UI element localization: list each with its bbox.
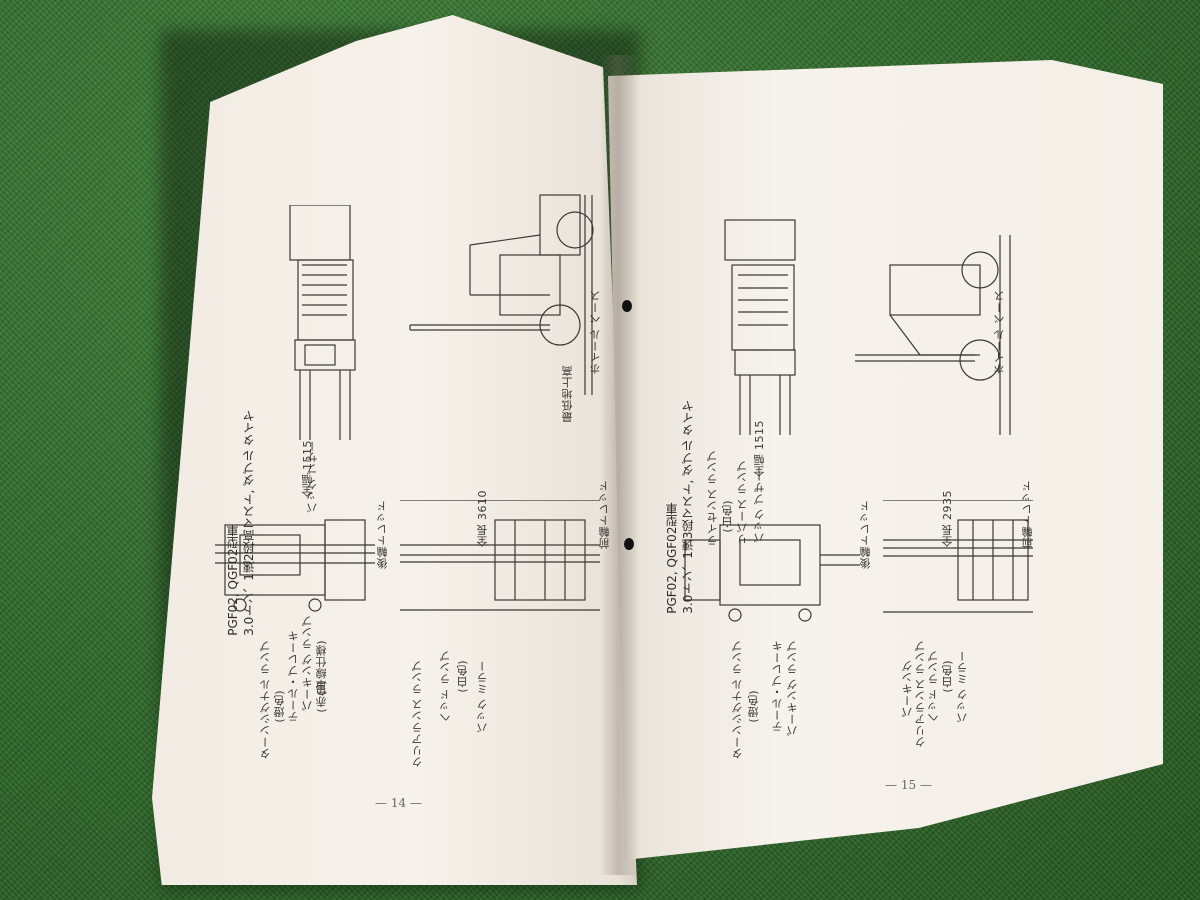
right-label-tail-brake: テール・ブレーキ: [771, 640, 784, 732]
right-label-white: (白色): [941, 660, 954, 693]
right-rear-view-drawing: [878, 500, 1038, 620]
left-label-head-lamp: ヘッド ランプ: [439, 650, 452, 723]
right-model-subtitle: 3.0トン、1速3段マスト, ダブル タイヤ: [681, 400, 695, 614]
left-label-white: (白色): [456, 660, 469, 693]
right-label-amber: (燈色): [747, 690, 760, 723]
left-label-overall-width: 全幅 1515: [301, 440, 314, 497]
left-model-subtitle: 3.0トン、1速2段高マスト, ダブル タイヤ: [242, 410, 256, 636]
left-label-wheel-base: ホイール ベース: [589, 290, 602, 375]
right-label-overall-width: 全幅 1515: [753, 420, 766, 477]
right-side-view-drawing: [850, 225, 1050, 455]
right-label-turn-signal: ターンシグナル ランプ: [731, 640, 744, 759]
binding-hole-top: [622, 300, 632, 312]
right-front-view-drawing: [680, 505, 865, 630]
right-page: [608, 60, 1163, 860]
right-label-back-mirror: バック ミラー: [956, 650, 969, 723]
right-label-wheel-base: ホイール ベース: [993, 290, 1006, 375]
left-front-view-drawing: [205, 505, 380, 635]
left-label-lane-spec: (車線仕様): [315, 640, 328, 696]
booklet-spine: [600, 55, 640, 875]
left-label-clearance-lamp: クリアランス ランプ: [411, 660, 424, 768]
left-label-overall-length: 全長 3610: [476, 490, 489, 547]
left-label-rear-tread: 後輪トレッド: [376, 500, 389, 569]
left-label-front-tread: 前輪トレッド: [598, 480, 611, 549]
left-label-back-mirror: バック ミラー: [476, 660, 489, 733]
left-model-title: PGF02, QGF02型車: [226, 524, 240, 636]
right-label-rear-tread: 後輪トレッド: [859, 500, 872, 569]
right-model-caption: PGF02, QGF02型車 3.0トン、1速3段マスト, ダブル タイヤ: [664, 400, 696, 614]
left-label-ground-clearance: 最低地上高: [561, 365, 574, 423]
right-model-title: PGF02, QGF02型車: [665, 502, 679, 614]
right-label-license-white: (白色): [721, 500, 734, 533]
left-side-view-drawing: [400, 185, 600, 425]
right-label-parking-lamp: パーキング ランプ: [786, 640, 799, 736]
right-label-reverse-lamp: リバース ランプ: [736, 460, 749, 545]
left-top-view-drawing: [280, 205, 380, 445]
right-label-overall-length: 全長 2935: [941, 490, 954, 547]
right-label-license-lamp: ライセンス ランプ: [706, 450, 719, 546]
left-page-number: — 14 —: [375, 796, 422, 810]
right-label-front-tread: 前輪トレッド: [1021, 480, 1034, 549]
right-top-view-drawing: [720, 210, 820, 450]
right-label-back-buzzer: バック ブザー: [753, 470, 766, 543]
left-model-caption: PGF02, QGF02型車 3.0トン、1速2段高マスト, ダブル タイヤ: [225, 410, 257, 636]
left-rear-view-drawing: [395, 500, 610, 620]
binding-hole-bottom: [624, 538, 634, 550]
right-page-number: — 15 —: [885, 778, 932, 792]
left-page: [152, 15, 637, 885]
